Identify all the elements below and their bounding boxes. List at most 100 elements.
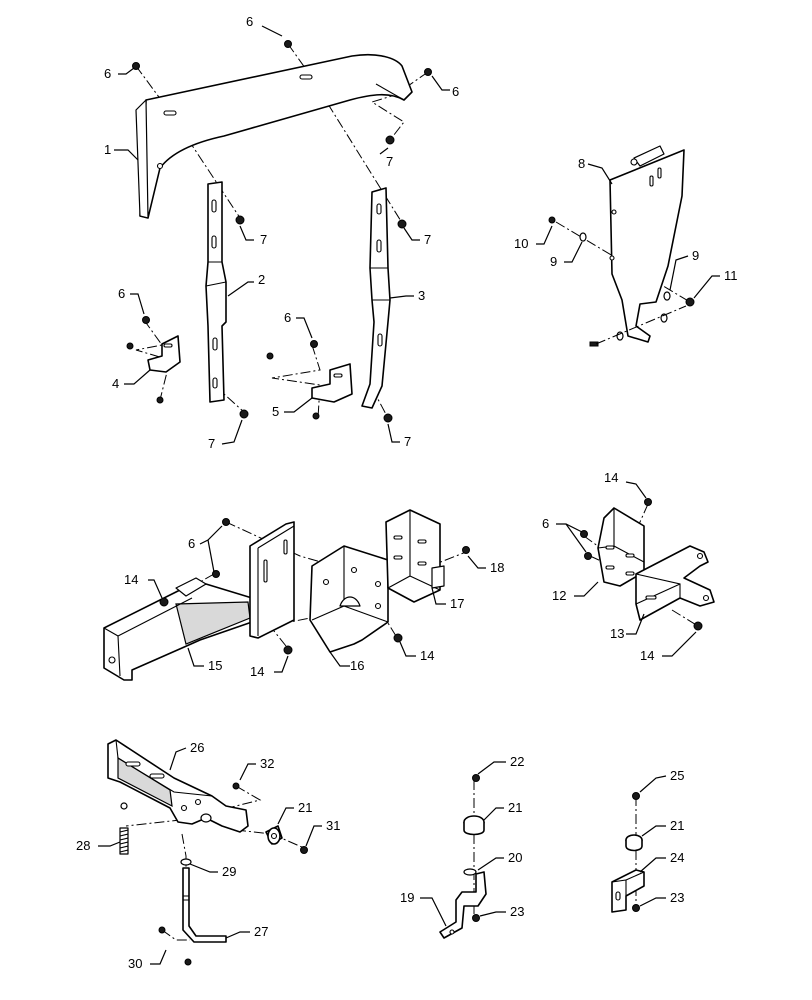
- centerline: [671, 609, 699, 627]
- callout-23: 23: [670, 890, 684, 905]
- callout-1: 1: [104, 142, 111, 157]
- callout-23: 23: [510, 904, 524, 919]
- callout-7: 7: [404, 434, 411, 449]
- rubber-bushing-body: [625, 840, 643, 852]
- callout-22: 22: [510, 754, 524, 769]
- leader-lines: [98, 25, 720, 965]
- callout-11: 11: [724, 268, 738, 283]
- plate-slot: [649, 175, 654, 187]
- arm-gusset: [175, 577, 207, 597]
- bushing-hole: [270, 832, 278, 840]
- bolt-icon: [284, 40, 292, 48]
- nut-icon: [644, 498, 652, 506]
- callout-6: 6: [284, 310, 291, 325]
- angle-bracket-5: [311, 363, 353, 403]
- callout-17: 17: [450, 596, 464, 611]
- vertical-plate: [249, 521, 295, 639]
- pivot-bracket-assembly: [107, 739, 305, 943]
- plate-slot: [283, 539, 288, 555]
- nut-icon: [393, 633, 403, 643]
- callout-18: 18: [490, 560, 504, 575]
- callout-13: 13: [610, 626, 624, 641]
- nut-icon: [312, 412, 320, 420]
- callout-21: 21: [508, 800, 522, 815]
- callout-3: 3: [418, 288, 425, 303]
- callout-21: 21: [298, 800, 312, 815]
- centerline: [125, 785, 262, 827]
- nut-icon: [693, 621, 703, 631]
- washer: [120, 802, 128, 810]
- channel-hole: [322, 578, 330, 586]
- callout-26: 26: [190, 740, 204, 755]
- bracket-edge: [635, 573, 681, 605]
- bolt-icon: [462, 546, 470, 554]
- strap-hole: [449, 929, 455, 935]
- callout-32: 32: [260, 756, 274, 771]
- bracket-hole: [696, 552, 704, 560]
- plate-hole: [611, 209, 617, 215]
- callout-14: 14: [640, 648, 654, 663]
- arm-edge: [103, 597, 193, 677]
- callout-7: 7: [208, 436, 215, 451]
- nut-icon: [159, 597, 169, 607]
- callout-24: 24: [670, 850, 684, 865]
- nut-icon: [397, 219, 407, 229]
- fender-assembly: [135, 43, 429, 419]
- bracket-slot: [605, 565, 615, 570]
- bracket-slot: [377, 333, 383, 347]
- support-bracket-right: [361, 187, 391, 409]
- bracket-slot: [212, 337, 218, 351]
- plate-hole: [630, 158, 638, 166]
- nut-icon: [156, 396, 164, 404]
- bolt-icon: [580, 530, 588, 538]
- bracket-slot: [211, 235, 217, 249]
- callout-6: 6: [542, 516, 549, 531]
- washer-20: [463, 868, 477, 876]
- rubber-bushing-body: [463, 822, 485, 836]
- bolt-icon: [232, 782, 240, 790]
- bolt-icon: [158, 926, 166, 934]
- strap-slot: [615, 891, 621, 901]
- nut-icon: [632, 904, 640, 912]
- bolt-icon: [126, 342, 134, 350]
- washer: [663, 291, 671, 301]
- plate-hinge: [633, 145, 665, 167]
- callout-9: 9: [550, 254, 557, 269]
- bracket-bend: [205, 261, 227, 287]
- callout-10: 10: [514, 236, 528, 251]
- nut-icon: [235, 215, 245, 225]
- bracket-slot: [163, 343, 173, 348]
- pivot-bracket-edge: [115, 739, 213, 797]
- corner-bracket-assembly: [583, 503, 715, 627]
- bracket-hole: [180, 804, 188, 812]
- bolt-icon: [584, 552, 592, 560]
- callout-8: 8: [578, 156, 585, 171]
- callout-7: 7: [260, 232, 267, 247]
- callout-6: 6: [104, 66, 111, 81]
- nut-icon: [383, 413, 393, 423]
- side-bracket-slot: [417, 561, 427, 566]
- callout-2: 2: [258, 272, 265, 287]
- fender-hole: [156, 162, 164, 170]
- side-bracket-slot: [393, 555, 403, 560]
- bolt-icon: [222, 518, 230, 526]
- callout-14: 14: [420, 648, 434, 663]
- washer: [616, 331, 624, 341]
- nut-icon: [472, 914, 480, 922]
- bracket-hole: [194, 798, 202, 806]
- bracket-slot: [125, 761, 141, 767]
- bracket-slot: [212, 377, 218, 389]
- plate-edge: [257, 525, 295, 636]
- arm-web: [175, 601, 251, 645]
- callout-21: 21: [670, 818, 684, 833]
- callout-30: 30: [128, 956, 142, 971]
- nut-icon: [385, 135, 395, 145]
- nut-icon: [283, 645, 293, 655]
- callout-14: 14: [124, 572, 138, 587]
- bracket-hole: [702, 594, 710, 602]
- callout-20: 20: [508, 850, 522, 865]
- centerline: [181, 833, 187, 928]
- bolt-icon: [300, 846, 308, 854]
- callout-6: 6: [118, 286, 125, 301]
